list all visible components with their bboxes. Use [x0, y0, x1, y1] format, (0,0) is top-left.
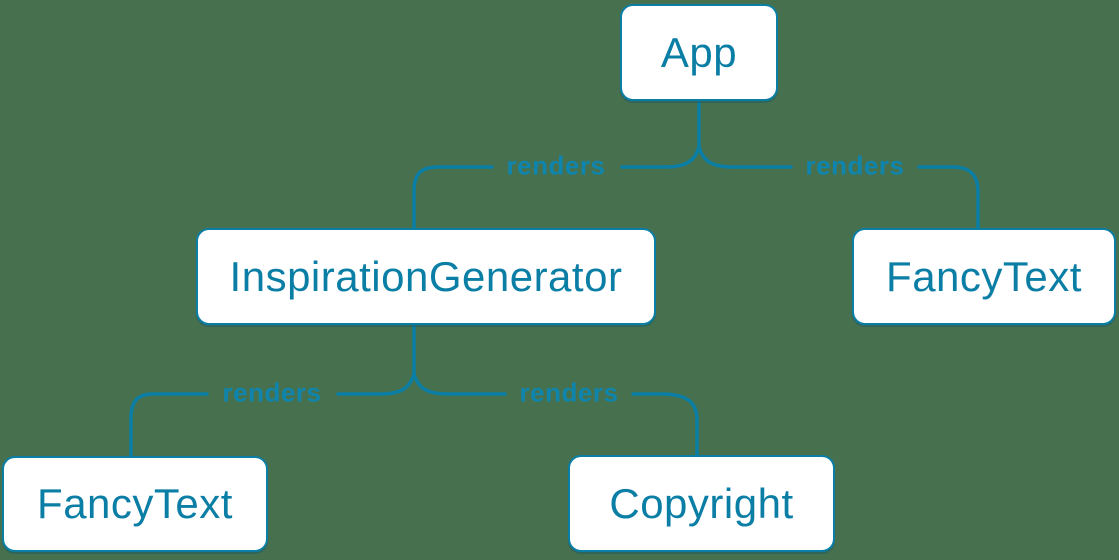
node-app: App: [620, 4, 778, 101]
node-inspiration-generator-label: InspirationGenerator: [229, 252, 623, 300]
node-fancy-text-left: FancyText: [2, 456, 268, 552]
node-inspiration-generator: InspirationGenerator: [196, 228, 656, 325]
edge-label-renders-ig-ft: renders: [222, 377, 322, 408]
node-copyright-label: Copyright: [609, 479, 794, 527]
edge-app-to-ig-b: [412, 165, 494, 229]
edge-app-to-ft-b: [917, 165, 980, 229]
edge-app-to-ft-a: [697, 145, 793, 169]
edge-ig-to-ft-a: [336, 372, 416, 396]
node-fancy-text-right-label: FancyText: [886, 252, 1082, 300]
edge-label-renders-app-ig: renders: [506, 150, 606, 181]
edge-label-renders-ig-copyright: renders: [519, 377, 619, 408]
node-fancy-text-right: FancyText: [852, 228, 1116, 325]
node-app-label: App: [660, 28, 738, 76]
node-fancy-text-left-label: FancyText: [37, 480, 233, 527]
edge-app-to-ig-a: [620, 145, 701, 169]
edge-label-renders-app-ft: renders: [805, 150, 905, 181]
edge-ig-to-copyright-b: [631, 392, 699, 456]
edge-ig-to-ft-b: [129, 392, 209, 457]
edge-ig-to-copyright-a: [412, 372, 507, 396]
node-copyright: Copyright: [568, 455, 835, 552]
